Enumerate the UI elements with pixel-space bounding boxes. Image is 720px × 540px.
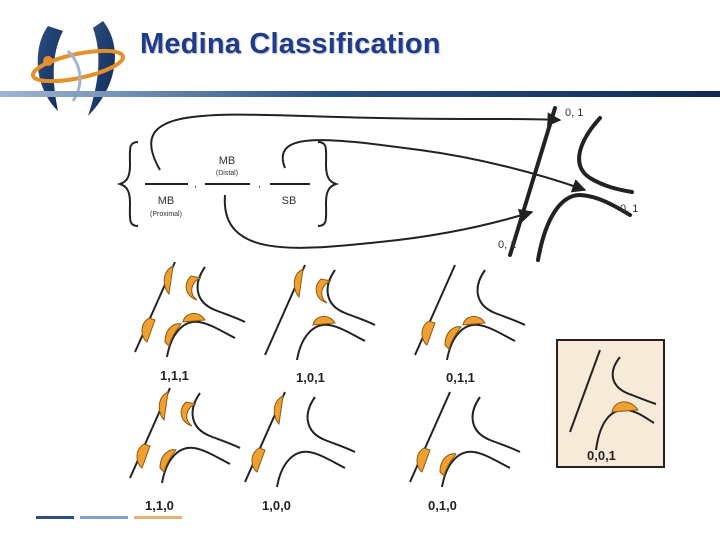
footer-line-1 — [36, 516, 74, 519]
branch-label-bottom: 0, 1 — [498, 239, 516, 251]
comma-1: , — [194, 179, 197, 190]
branch-label-top: 0, 1 — [565, 107, 583, 119]
example-label-1-1-0: 1,1,0 — [145, 498, 174, 513]
bifurcation-1-1-1 — [135, 262, 245, 357]
mb-distal-sublabel: (Distal) — [216, 170, 238, 177]
mb-proximal-sublabel: (Proximal) — [150, 211, 182, 218]
bifurcation-0-1-0 — [410, 392, 520, 487]
bifurcation-1-0-1 — [265, 265, 375, 360]
example-label-1-0-1: 1,0,1 — [296, 370, 325, 385]
example-label-0-0-1: 0,0,1 — [587, 448, 616, 463]
example-label-0-1-0: 0,1,0 — [428, 498, 457, 513]
schematic — [120, 115, 585, 248]
right-brace — [318, 142, 336, 226]
comma-2: , — [258, 179, 261, 190]
mb-distal-label: MB — [219, 155, 236, 167]
bifurcation-1-1-0 — [130, 388, 240, 483]
branch-label-right: 0, 1 — [620, 203, 638, 215]
example-label-0-1-1: 0,1,1 — [446, 370, 475, 385]
mb-proximal-label: MB — [158, 195, 175, 207]
sb-label: SB — [282, 195, 297, 207]
example-label-1-1-1: 1,1,1 — [160, 368, 189, 383]
footer-line-2 — [80, 516, 128, 519]
bifurcation-large — [510, 108, 632, 260]
arrow-sb — [283, 140, 585, 190]
bifurcation-0-1-1 — [415, 265, 525, 360]
bifurcation-1-0-0 — [245, 392, 355, 487]
example-label-1-0-0: 1,0,0 — [262, 498, 291, 513]
footer-line-3 — [134, 516, 182, 519]
left-brace — [120, 142, 138, 226]
arrow-distal — [225, 195, 532, 248]
